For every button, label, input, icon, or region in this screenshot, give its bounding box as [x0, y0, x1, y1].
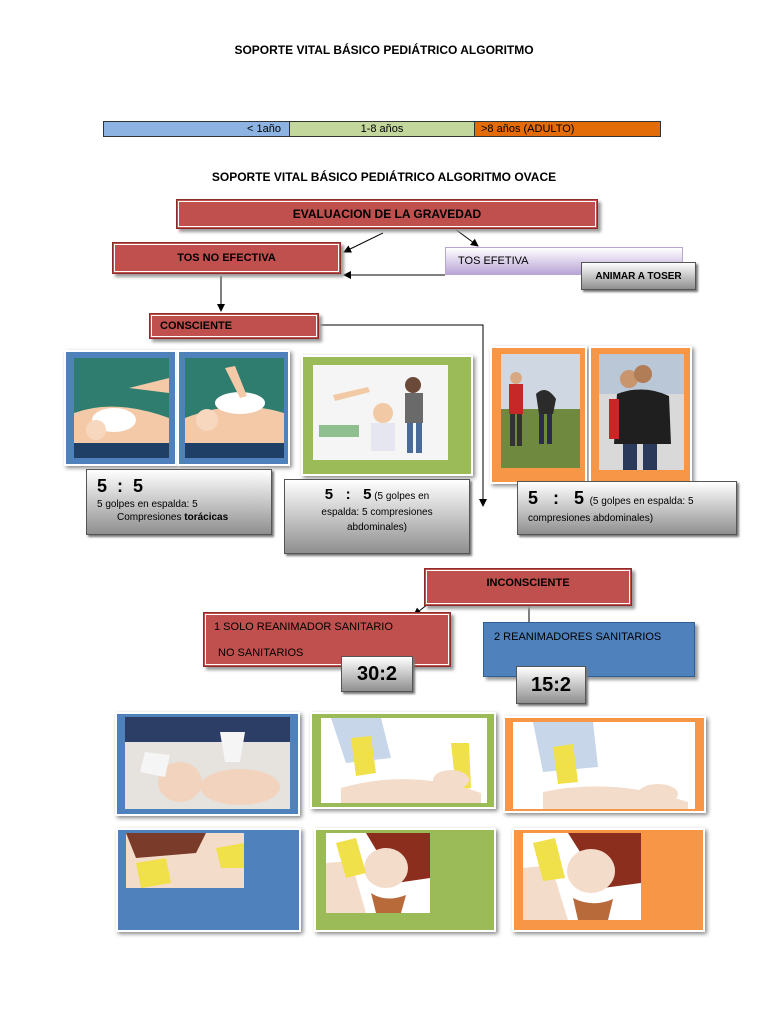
child-protocol-line1: 5 : 5 (5 golpes en: [297, 486, 457, 503]
age-infant-cell: < 1año: [104, 122, 290, 136]
evaluacion-box: EVALUACION DE LA GRAVEDAD: [176, 199, 598, 229]
infant-chest-thrusts-frame: [177, 350, 290, 466]
infant-line2-a: Compresiones: [117, 512, 185, 523]
child-cpr-photo: [321, 718, 487, 803]
age-adult-cell: >8 años (ADULTO): [475, 122, 660, 136]
infant-breath-photo: [126, 833, 244, 888]
child-protocol-box: 5 : 5 (5 golpes en espalda: 5 compresion…: [284, 479, 470, 554]
child-text2: espalda: 5 compresiones: [321, 507, 433, 518]
child-cpr-illustration: [321, 718, 487, 803]
infant-ratio: 5 : 5: [97, 476, 144, 496]
tos-no-efectiva-label: TOS NO EFECTIVA: [177, 252, 276, 264]
infant-breath-illustration: [126, 833, 244, 888]
age-legend-bar: < 1año 1-8 años >8 años (ADULTO): [103, 121, 661, 137]
infant-cpr-photo: [125, 717, 290, 809]
child-text3: abdominales): [346, 522, 408, 533]
child-photo-illustration: [313, 365, 448, 460]
adult-breath-illustration: [523, 833, 641, 920]
adult-back-blows-photo: [501, 354, 580, 468]
ratio-30-2-box: 30:2: [341, 656, 413, 692]
infant-line1: 5 golpes en espalda: 5: [97, 499, 198, 510]
un-reanimador-line2: NO SANITARIOS: [218, 647, 304, 659]
child-cpr-frame: [310, 712, 496, 809]
infant-protocol-box: 5 : 5 5 golpes en espalda: 5 Compresione…: [86, 469, 272, 535]
adult-heimlich-frame: [589, 346, 692, 484]
adult-breath-frame: [512, 828, 705, 932]
dos-reanimadores-label: 2 REANIMADORES SANITARIOS: [494, 631, 662, 643]
infant-cpr-frame: [115, 712, 300, 816]
adult-heimlich-illustration: [599, 354, 684, 470]
child-breath-photo: [326, 833, 430, 913]
infant-line2: Compresiones torácicas: [97, 512, 261, 523]
consciente-label: CONSCIENTE: [160, 320, 233, 332]
child-photo: [313, 365, 448, 460]
infant-back-blows-illustration: [74, 358, 169, 458]
adult-back-blows-frame: [490, 346, 587, 484]
child-breath-illustration: [326, 833, 430, 913]
dos-reanimadores-box: 2 REANIMADORES SANITARIOS: [483, 622, 695, 677]
adult-protocol-box: 5 : 5 (5 golpes en espalda: 5 compresion…: [517, 481, 737, 535]
age-child-cell: 1-8 años: [290, 122, 475, 136]
age-child-label: 1-8 años: [360, 123, 404, 135]
arrow-to-tos-no-efectiva: [343, 232, 384, 253]
inconsciente-box: INCONSCIENTE: [424, 568, 632, 606]
consciente-box: CONSCIENTE: [149, 313, 319, 339]
infant-back-blows-frame: [64, 350, 177, 466]
evaluacion-label: EVALUACION DE LA GRAVEDAD: [292, 207, 482, 221]
page-subtitle: SOPORTE VITAL BÁSICO PEDIÁTRICO ALGORITM…: [211, 170, 557, 184]
un-reanimador-line1: 1 SOLO REANIMADOR SANITARIO: [214, 621, 393, 633]
adult-back-blows-illustration: [501, 354, 580, 468]
animar-toser-label: ANIMAR A TOSER: [595, 270, 682, 282]
adult-cpr-frame: [503, 716, 706, 813]
adult-cpr-photo: [513, 722, 695, 809]
child-frame: [301, 355, 473, 476]
arrow-consciente-down: [320, 324, 487, 507]
child-ratio: 5 : 5: [324, 486, 372, 503]
age-adult-label: >8 años (ADULTO): [481, 123, 575, 135]
page-title: SOPORTE VITAL BÁSICO PEDIÁTRICO ALGORITM…: [234, 43, 534, 57]
animar-toser-box: ANIMAR A TOSER: [581, 262, 696, 290]
adult-protocol-line1: 5 : 5 (5 golpes en espalda: 5: [528, 488, 726, 509]
adult-ratio: 5 : 5: [528, 488, 585, 508]
arrow-to-tos-efetiva: [454, 228, 479, 247]
child-breath-frame: [314, 828, 496, 932]
adult-heimlich-photo: [599, 354, 684, 470]
tos-efetiva-label: TOS EFETIVA: [458, 255, 529, 267]
ratio-15-2-box: 15:2: [516, 666, 586, 704]
tos-no-efectiva-box: TOS NO EFECTIVA: [112, 242, 341, 274]
age-infant-label: < 1año: [247, 123, 281, 135]
adult-breath-photo: [523, 833, 641, 920]
inconsciente-label: INCONSCIENTE: [486, 577, 570, 589]
infant-chest-thrusts-illustration: [185, 358, 284, 458]
ratio-30-2: 30:2: [356, 662, 398, 685]
adult-text1: (5 golpes en espalda: 5: [584, 496, 694, 507]
ratio-15-2: 15:2: [530, 673, 572, 696]
infant-line2-b: torácicas: [184, 512, 229, 523]
adult-cpr-illustration: [513, 722, 695, 809]
child-text1: (5 golpes en: [371, 491, 430, 502]
infant-cpr-illustration: [125, 717, 290, 809]
infant-breath-frame: [116, 828, 301, 932]
adult-text2: compresiones abdominales): [528, 513, 654, 524]
un-reanimador-box: 1 SOLO REANIMADOR SANITARIO NO SANITARIO…: [203, 612, 451, 667]
